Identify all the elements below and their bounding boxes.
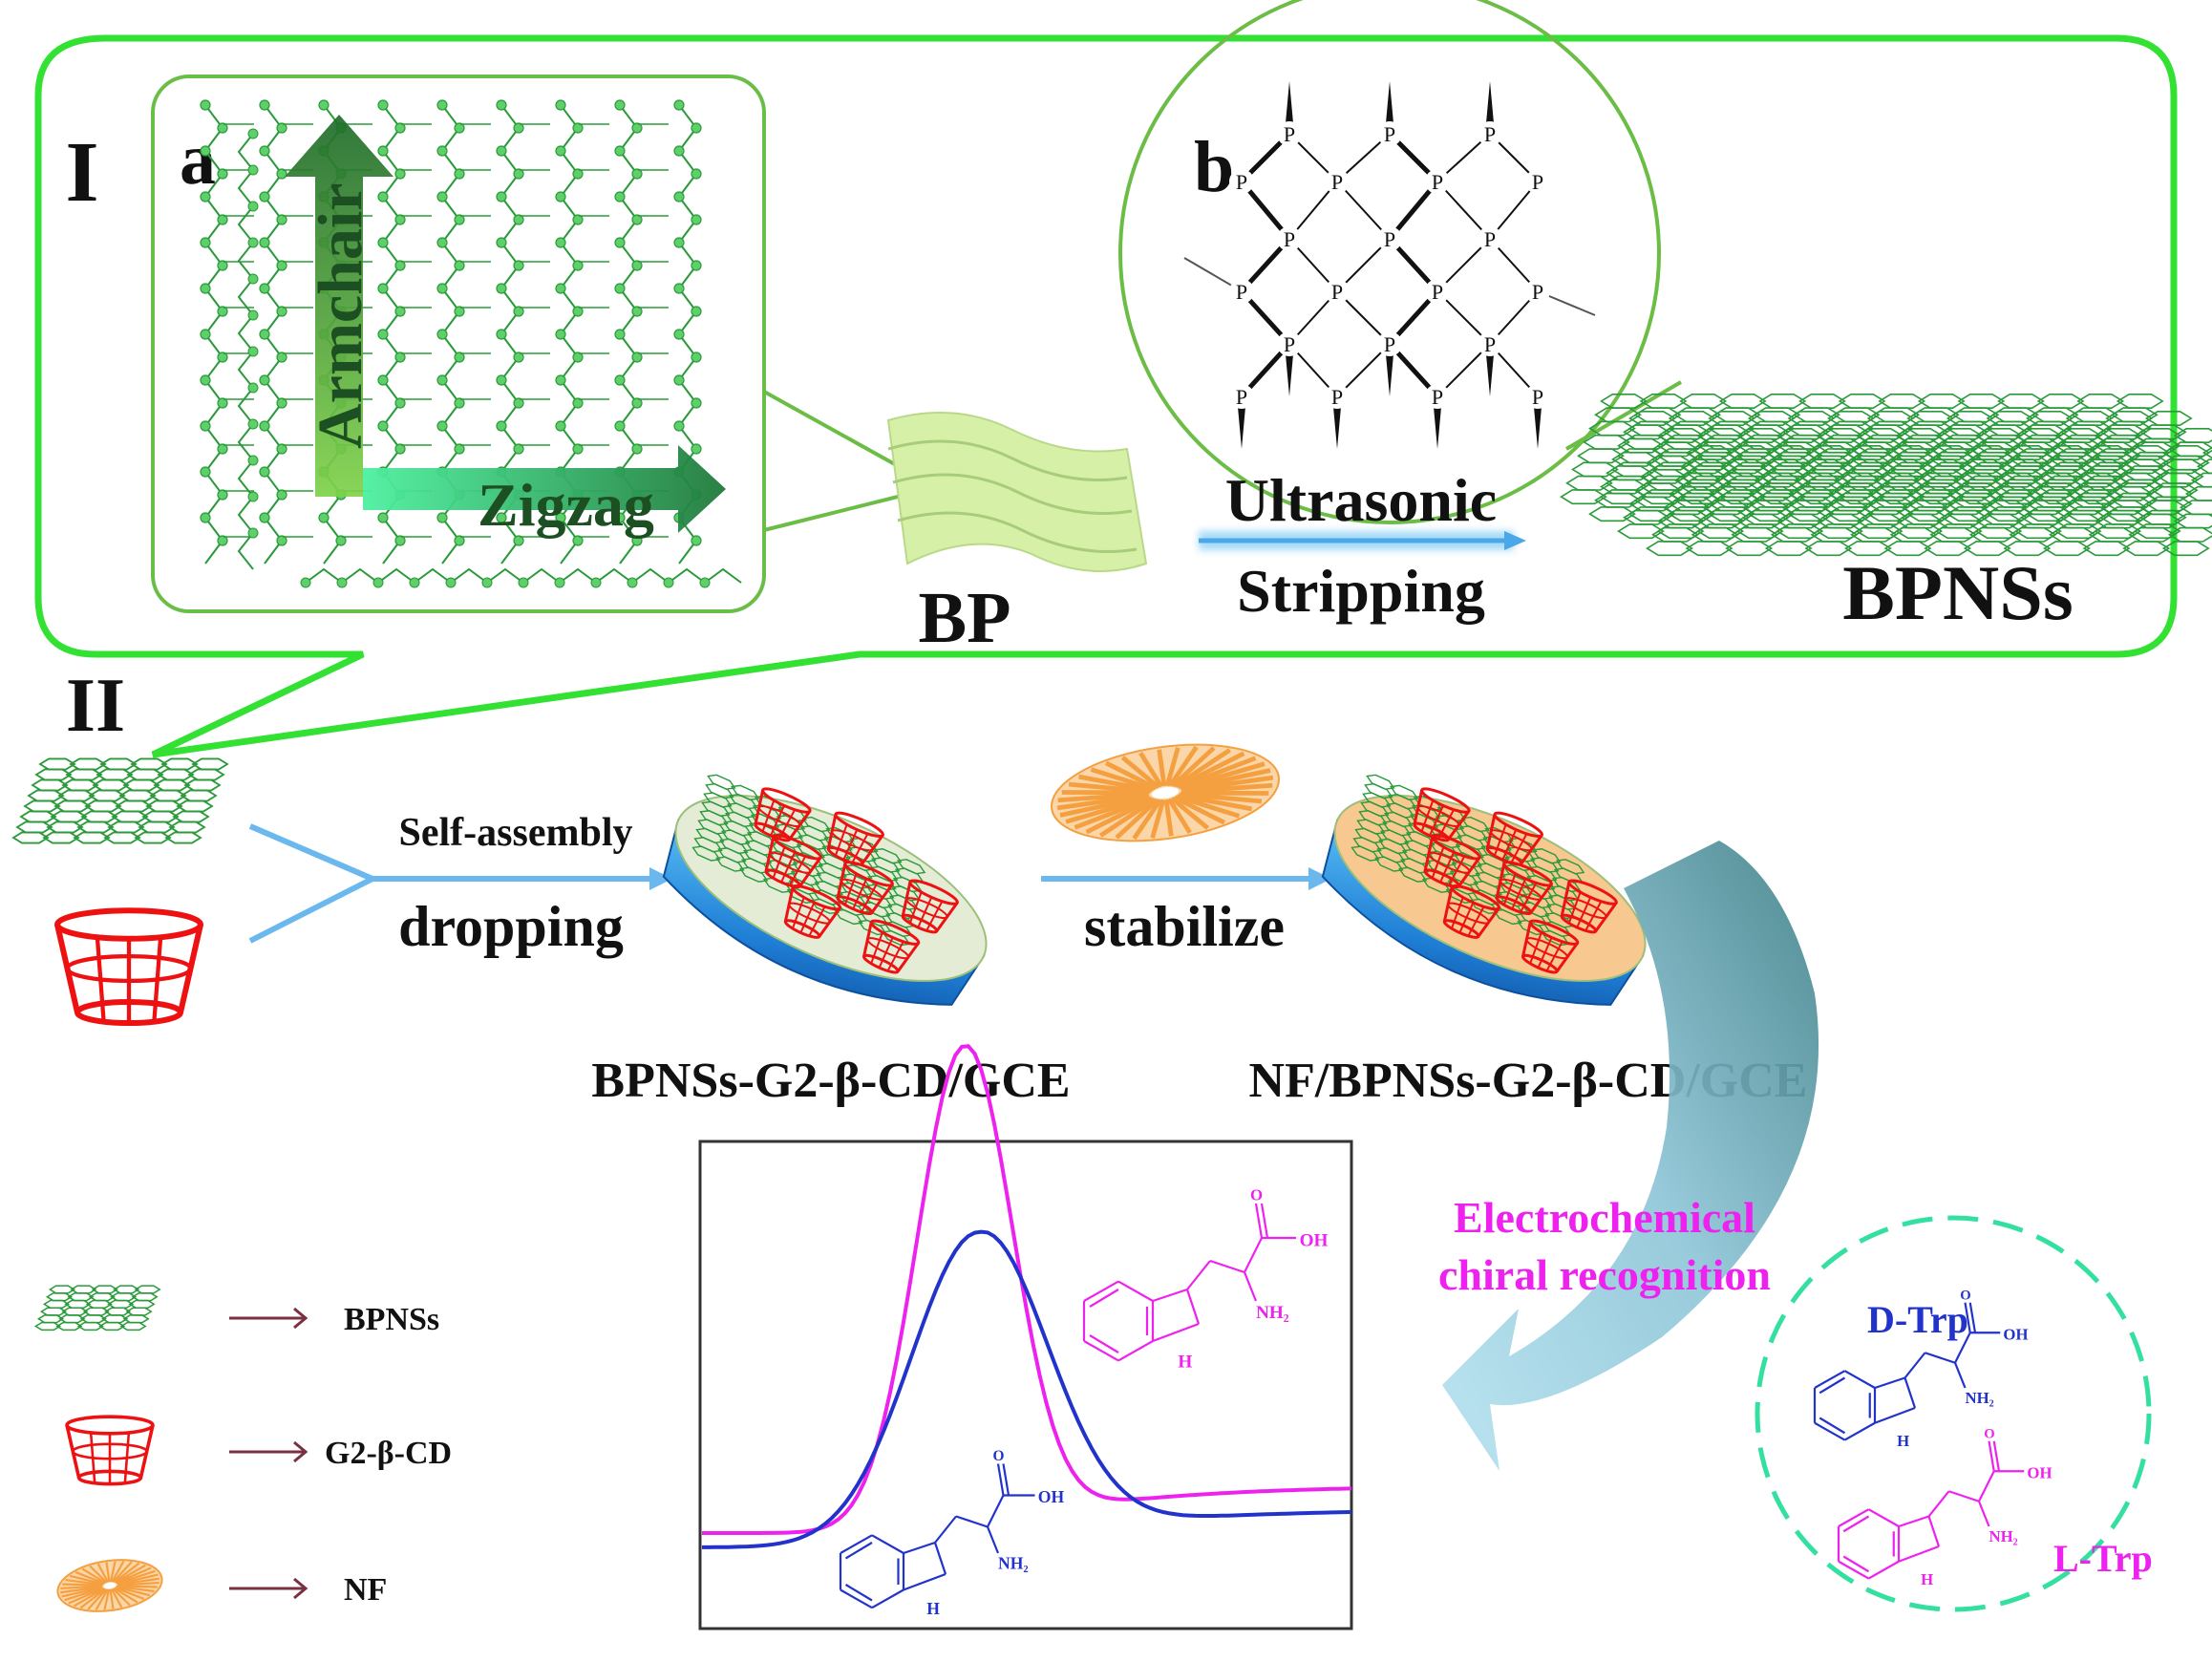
svg-text:H: H bbox=[926, 1599, 940, 1618]
bpnss-label: BPNSs bbox=[1842, 549, 2074, 636]
l-trp-molecule: OH O NH₂ H bbox=[1837, 1427, 2052, 1588]
svg-text:P: P bbox=[1484, 332, 1496, 356]
svg-text:P: P bbox=[1331, 385, 1343, 409]
bpns-sheets-stack bbox=[1560, 393, 2212, 557]
svg-text:H: H bbox=[1921, 1570, 1933, 1588]
svg-text:OH: OH bbox=[2027, 1464, 2052, 1482]
electrode-bpnss-g2-cd bbox=[662, 774, 988, 1006]
step1-label-top: Self-assembly bbox=[399, 811, 633, 855]
electrode1-label: BPNSs-G2-β-CD/GCE bbox=[591, 1054, 1070, 1108]
panel-I-label: I bbox=[65, 125, 98, 220]
legend-bpns-icon bbox=[33, 1285, 161, 1332]
svg-text:P: P bbox=[1236, 385, 1247, 409]
svg-text:NH₂: NH₂ bbox=[1966, 1389, 1994, 1407]
zigzag-arrow: Zigzag bbox=[363, 445, 726, 539]
legend-arrow-cd bbox=[229, 1440, 308, 1463]
zigzag-label: Zigzag bbox=[478, 471, 654, 539]
svg-text:P: P bbox=[1384, 332, 1395, 356]
svg-text:O: O bbox=[1250, 1185, 1263, 1204]
svg-text:O: O bbox=[1960, 1289, 1970, 1304]
cyclodextrin-cup-icon bbox=[54, 907, 203, 1027]
process-label-bottom: Stripping bbox=[1237, 557, 1485, 625]
svg-text:P: P bbox=[1284, 227, 1295, 251]
legend: BPNSs G2-β-CD NF bbox=[33, 1285, 452, 1612]
svg-text:P: P bbox=[1384, 227, 1395, 251]
panel-b-label: b bbox=[1194, 127, 1234, 207]
phosphorus-puckered-structure: P P P P P P P P P P P P P P P P P P P P P bbox=[1183, 81, 1596, 449]
svg-text:P: P bbox=[1284, 122, 1295, 146]
svg-text:P: P bbox=[1532, 385, 1543, 409]
voltammogram-box bbox=[698, 1140, 1353, 1630]
d-trp-molecule-in-plot: OH O NH₂ H bbox=[839, 1448, 1065, 1618]
process-label-top: Ultrasonic bbox=[1225, 466, 1497, 534]
svg-text:P: P bbox=[1484, 122, 1496, 146]
l-trp-molecule-in-plot: OH O NH₂ H bbox=[1082, 1185, 1329, 1373]
armchair-label: Armchair bbox=[306, 182, 375, 449]
nafion-disc-icon bbox=[1050, 743, 1281, 842]
d-trp-label: D-Trp bbox=[1867, 1298, 1968, 1341]
svg-text:OH: OH bbox=[2003, 1326, 2028, 1344]
step1-label-bottom: dropping bbox=[398, 895, 624, 958]
legend-arrow-nf bbox=[229, 1577, 308, 1600]
legend-cd-icon bbox=[65, 1415, 155, 1486]
svg-text:P: P bbox=[1284, 332, 1295, 356]
svg-text:OH: OH bbox=[1300, 1230, 1329, 1250]
svg-text:NH₂: NH₂ bbox=[1989, 1527, 2018, 1545]
svg-text:NH₂: NH₂ bbox=[1256, 1303, 1289, 1323]
armchair-arrow: Armchair bbox=[285, 115, 393, 497]
electrode-nf-bpnss-g2-cd bbox=[1321, 774, 1647, 1006]
svg-text:P: P bbox=[1331, 280, 1343, 304]
panel-a-box bbox=[151, 75, 766, 613]
svg-text:P: P bbox=[1331, 170, 1343, 194]
svg-text:O: O bbox=[993, 1448, 1005, 1464]
bp-crystal bbox=[886, 412, 1148, 572]
d-trp-peak-curve bbox=[702, 1229, 1352, 1549]
bpns-sheet-icon bbox=[11, 757, 229, 844]
recognition-label-1: Electrochemical bbox=[1454, 1193, 1755, 1242]
legend-label-nf: NF bbox=[344, 1572, 387, 1608]
l-trp-peak-curve bbox=[702, 1044, 1352, 1535]
svg-text:P: P bbox=[1236, 170, 1247, 194]
svg-text:NH₂: NH₂ bbox=[998, 1554, 1029, 1573]
svg-text:H: H bbox=[1897, 1432, 1909, 1450]
legend-nf-icon bbox=[56, 1559, 163, 1612]
svg-text:P: P bbox=[1236, 280, 1247, 304]
panel-a-label: a bbox=[180, 119, 216, 200]
svg-text:P: P bbox=[1484, 227, 1496, 251]
svg-text:P: P bbox=[1384, 122, 1395, 146]
svg-text:H: H bbox=[1178, 1353, 1192, 1373]
bp-label: BP bbox=[918, 578, 1010, 658]
svg-text:P: P bbox=[1532, 280, 1543, 304]
legend-arrow-bpns bbox=[229, 1307, 308, 1330]
svg-text:O: O bbox=[1984, 1427, 1994, 1442]
legend-label-bpns: BPNSs bbox=[344, 1302, 439, 1337]
process-arrow bbox=[1199, 531, 1526, 550]
l-trp-label: L-Trp bbox=[2053, 1537, 2153, 1580]
svg-text:P: P bbox=[1432, 280, 1443, 304]
svg-text:OH: OH bbox=[1038, 1487, 1065, 1506]
panel-I-frame bbox=[34, 34, 2178, 758]
recognition-label-2: chiral recognition bbox=[1438, 1250, 1771, 1299]
merge-arrow bbox=[248, 823, 672, 944]
panel-b-circle bbox=[1118, 0, 1661, 524]
zoom-line-b bbox=[1564, 380, 1683, 451]
bp-lattice-armchair-zigzag bbox=[200, 99, 742, 588]
panel-II-label: II bbox=[66, 664, 125, 748]
recognition-curved-arrow bbox=[1442, 841, 1819, 1471]
enantiomer-dashed-circle bbox=[1755, 1215, 2152, 1612]
svg-text:P: P bbox=[1532, 170, 1543, 194]
step2-label: stabilize bbox=[1084, 895, 1285, 958]
stabilize-arrow bbox=[1041, 867, 1331, 890]
legend-label-cd: G2-β-CD bbox=[325, 1436, 452, 1471]
svg-text:P: P bbox=[1432, 385, 1443, 409]
svg-text:P: P bbox=[1432, 170, 1443, 194]
d-trp-molecule: OH O NH₂ H bbox=[1813, 1289, 2029, 1450]
